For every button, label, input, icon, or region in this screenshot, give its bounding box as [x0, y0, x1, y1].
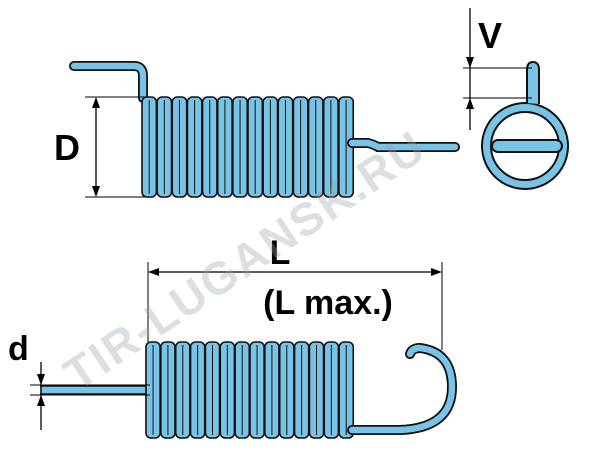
top-spring-left-hook-fill: [70, 62, 147, 102]
dimension-d: d: [8, 330, 150, 430]
label-D: D: [54, 127, 80, 168]
dimension-L: L (L max.): [147, 234, 443, 350]
label-V: V: [478, 15, 502, 56]
top-spring-left-hook: [69, 61, 148, 103]
label-L: L: [270, 234, 291, 272]
label-d: d: [8, 330, 29, 368]
label-L-max: (L max.): [263, 284, 393, 322]
dimension-V: V: [463, 8, 532, 130]
end-view-hook: [526, 60, 540, 104]
bottom-spring-coils: [145, 341, 355, 439]
spring-end-view: [481, 60, 569, 190]
bottom-spring: [40, 341, 458, 439]
top-spring: [69, 61, 460, 198]
end-view-crossbar: [491, 139, 563, 153]
dimension-D: D: [54, 96, 145, 198]
top-spring-right-end-fill: [348, 139, 459, 151]
top-spring-coils: [141, 96, 355, 198]
